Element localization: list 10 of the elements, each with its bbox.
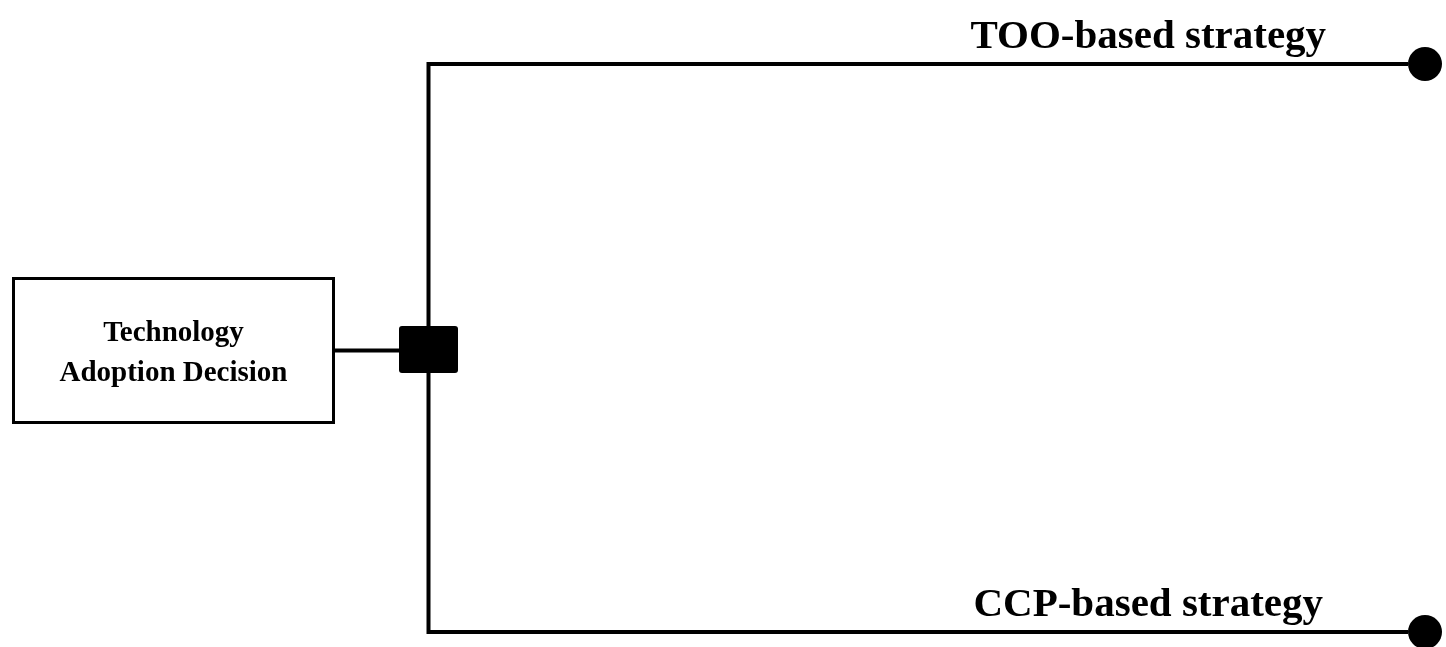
box-label: Technology Adoption Decision [58, 313, 289, 389]
connector-line [426, 373, 1408, 634]
edge-label: CCP-based strategy [973, 578, 1324, 626]
end-node-circle [1408, 615, 1442, 647]
decision-square [399, 326, 458, 373]
connector-line [426, 62, 1408, 326]
edge-label: TOO-based strategy [970, 10, 1327, 58]
connector-line [335, 348, 399, 353]
process-box [12, 277, 335, 424]
end-node-circle [1408, 47, 1442, 81]
